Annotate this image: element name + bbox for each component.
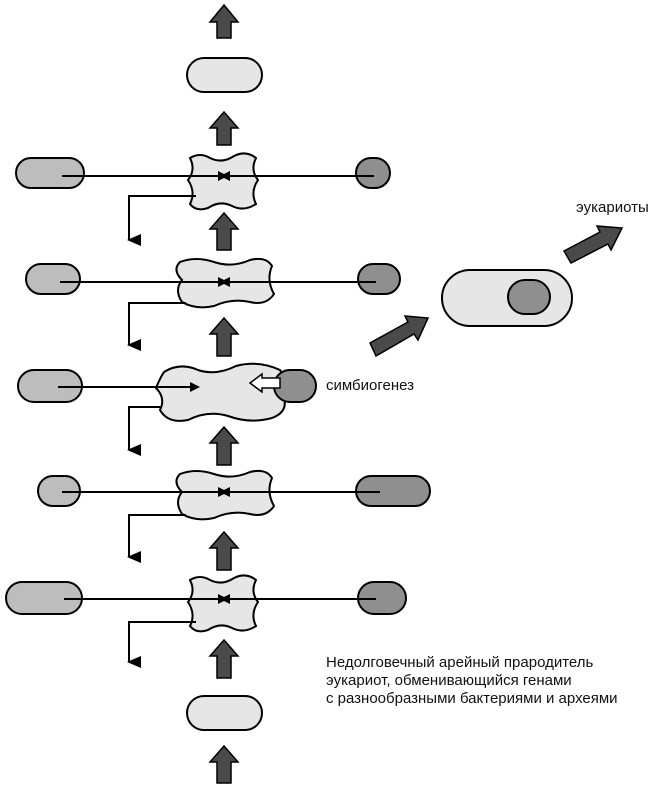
lineage-arrow-5 — [208, 530, 240, 571]
to-eukaryotes-arrow — [562, 225, 624, 264]
lineage-arrow-bottom — [208, 744, 240, 784]
bacterium-cell — [15, 157, 85, 189]
host-cell — [186, 574, 260, 633]
symbiogenesis-label: симбиогенез — [326, 377, 414, 394]
bacterium-cell — [25, 263, 81, 295]
gene-exchange-row-4 — [37, 469, 431, 563]
eukaryote-cell — [441, 269, 573, 327]
host-cell — [186, 152, 260, 211]
extinct-branch — [127, 621, 196, 668]
gene-exchange-row-2 — [25, 257, 401, 351]
extinct-branch — [127, 195, 196, 246]
lineage-arrows — [208, 3, 240, 784]
extinct-branch — [127, 514, 186, 563]
host-cell — [175, 257, 276, 309]
host-cell — [175, 469, 276, 521]
extinct-branch — [127, 302, 186, 351]
eukaryote-cell-group — [369, 225, 624, 358]
lineage-arrow-2 — [208, 211, 240, 251]
archaeon-cell — [357, 263, 401, 295]
description-line-3: с разнообразными бактериями и археями — [326, 690, 618, 707]
lineage-arrow-top — [208, 3, 240, 39]
engulfment-arrow — [248, 372, 281, 394]
lineage-arrow-6 — [208, 638, 240, 679]
host-cell — [154, 362, 288, 422]
description-line-2: эукариот, обменивающийся генами — [326, 672, 572, 689]
symbiogenesis-row — [17, 362, 317, 456]
to-eukaryote-arrow — [369, 315, 430, 358]
ancestor-cell-bottom — [186, 695, 263, 731]
description-line-1: Недолговечный арейный прародитель — [326, 654, 594, 671]
archaeon-cell — [355, 157, 391, 189]
lineage-arrow-4 — [208, 425, 240, 466]
lineage-arrow-3 — [208, 316, 240, 357]
lineage-arrow-1 — [208, 110, 240, 146]
nucleus — [507, 279, 551, 315]
eukaryotes-label: эукариоты — [576, 199, 649, 216]
gene-exchange-row-1 — [15, 152, 391, 246]
gene-exchange-row-5 — [5, 574, 407, 668]
descendant-cell-top — [186, 57, 263, 93]
extinct-branch — [127, 406, 162, 456]
